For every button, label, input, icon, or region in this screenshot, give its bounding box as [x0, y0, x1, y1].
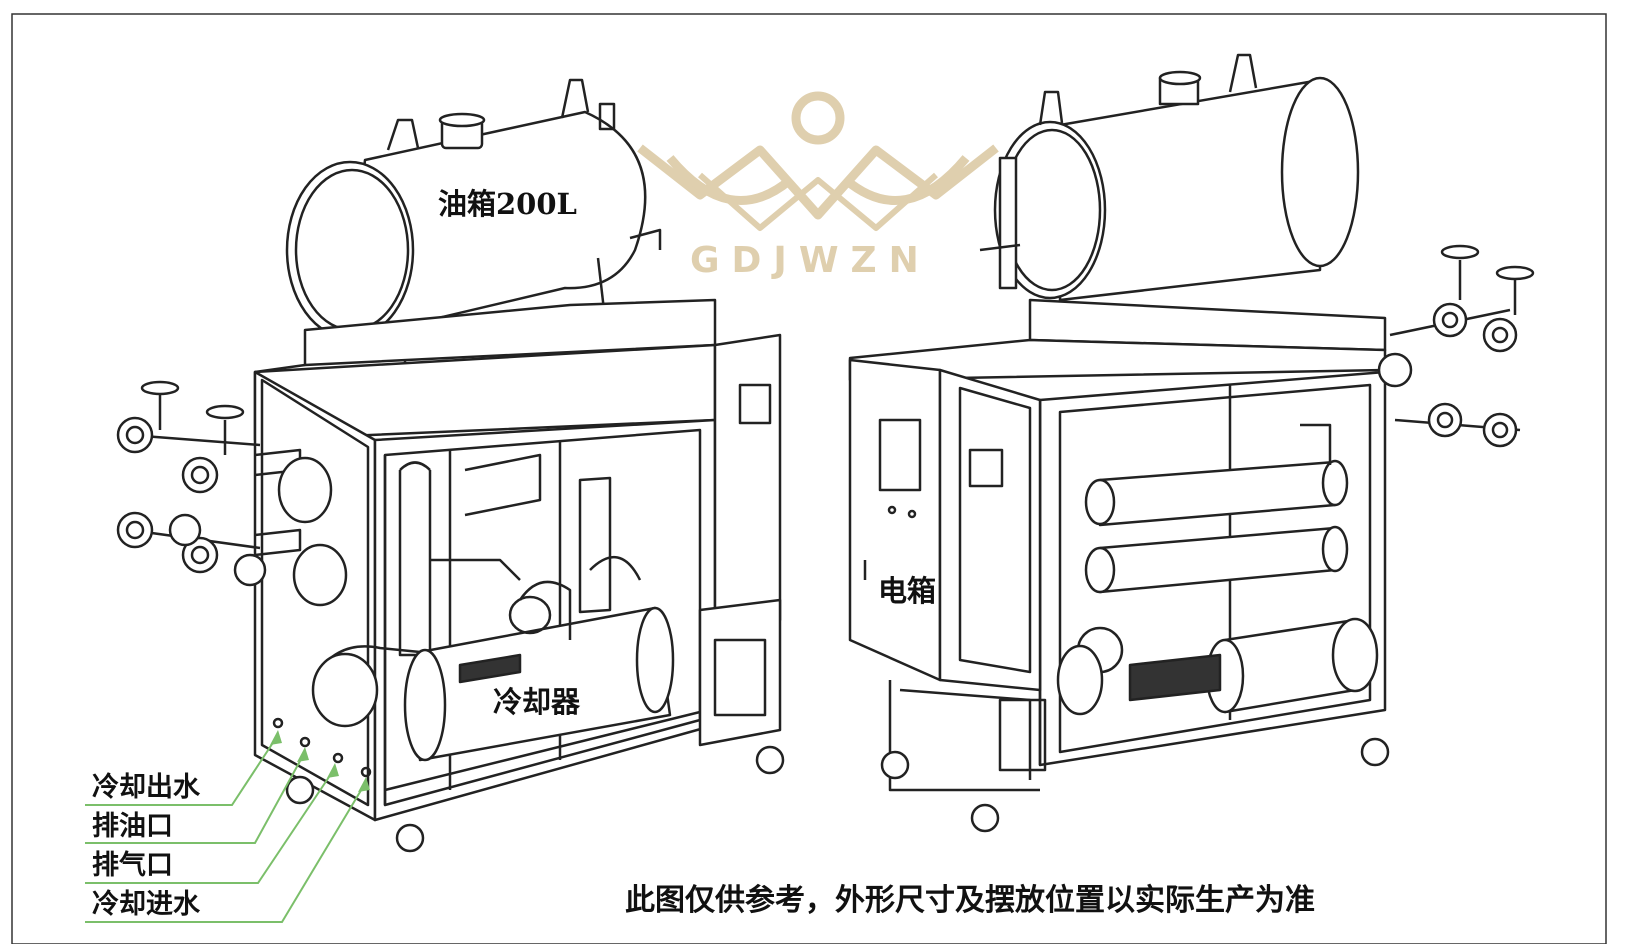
pump-connections — [508, 555, 642, 640]
casters-left — [285, 745, 785, 853]
callout-arrowheads — [270, 730, 370, 792]
label-air-vent: 排气口 — [92, 850, 173, 881]
label-electric-box: 电箱 — [878, 574, 937, 608]
side-pipes — [254, 448, 348, 607]
watermark-text: GDJWZN — [690, 240, 931, 281]
reference-note: 此图仅供参考，外形尺寸及摆放位置以实际生产为准 — [625, 883, 1315, 918]
valve-group-left — [116, 380, 267, 587]
frame-border — [11, 13, 1607, 944]
right-machine — [848, 53, 1535, 833]
cooler — [311, 606, 675, 762]
electric-box — [848, 358, 1047, 792]
valve-group-right — [1377, 244, 1535, 448]
callout-leaders — [85, 734, 367, 923]
label-cooling-water-in: 冷却进水 — [92, 889, 200, 920]
label-cooler: 冷却器 — [493, 685, 581, 719]
motor-right — [1056, 617, 1379, 716]
watermark-logo — [637, 91, 999, 231]
heater-cylinders — [1084, 423, 1349, 594]
label-oil-tank: 油箱200L — [438, 187, 577, 221]
oil-tank — [285, 78, 662, 420]
label-oil-drain: 排油口 — [92, 811, 173, 842]
left-machine — [116, 78, 785, 853]
side-ports — [272, 717, 372, 778]
label-cooling-water-out: 冷却出水 — [92, 772, 200, 803]
top-frame — [303, 298, 717, 367]
oil-tank-right — [979, 53, 1360, 302]
casters-right — [880, 737, 1390, 833]
